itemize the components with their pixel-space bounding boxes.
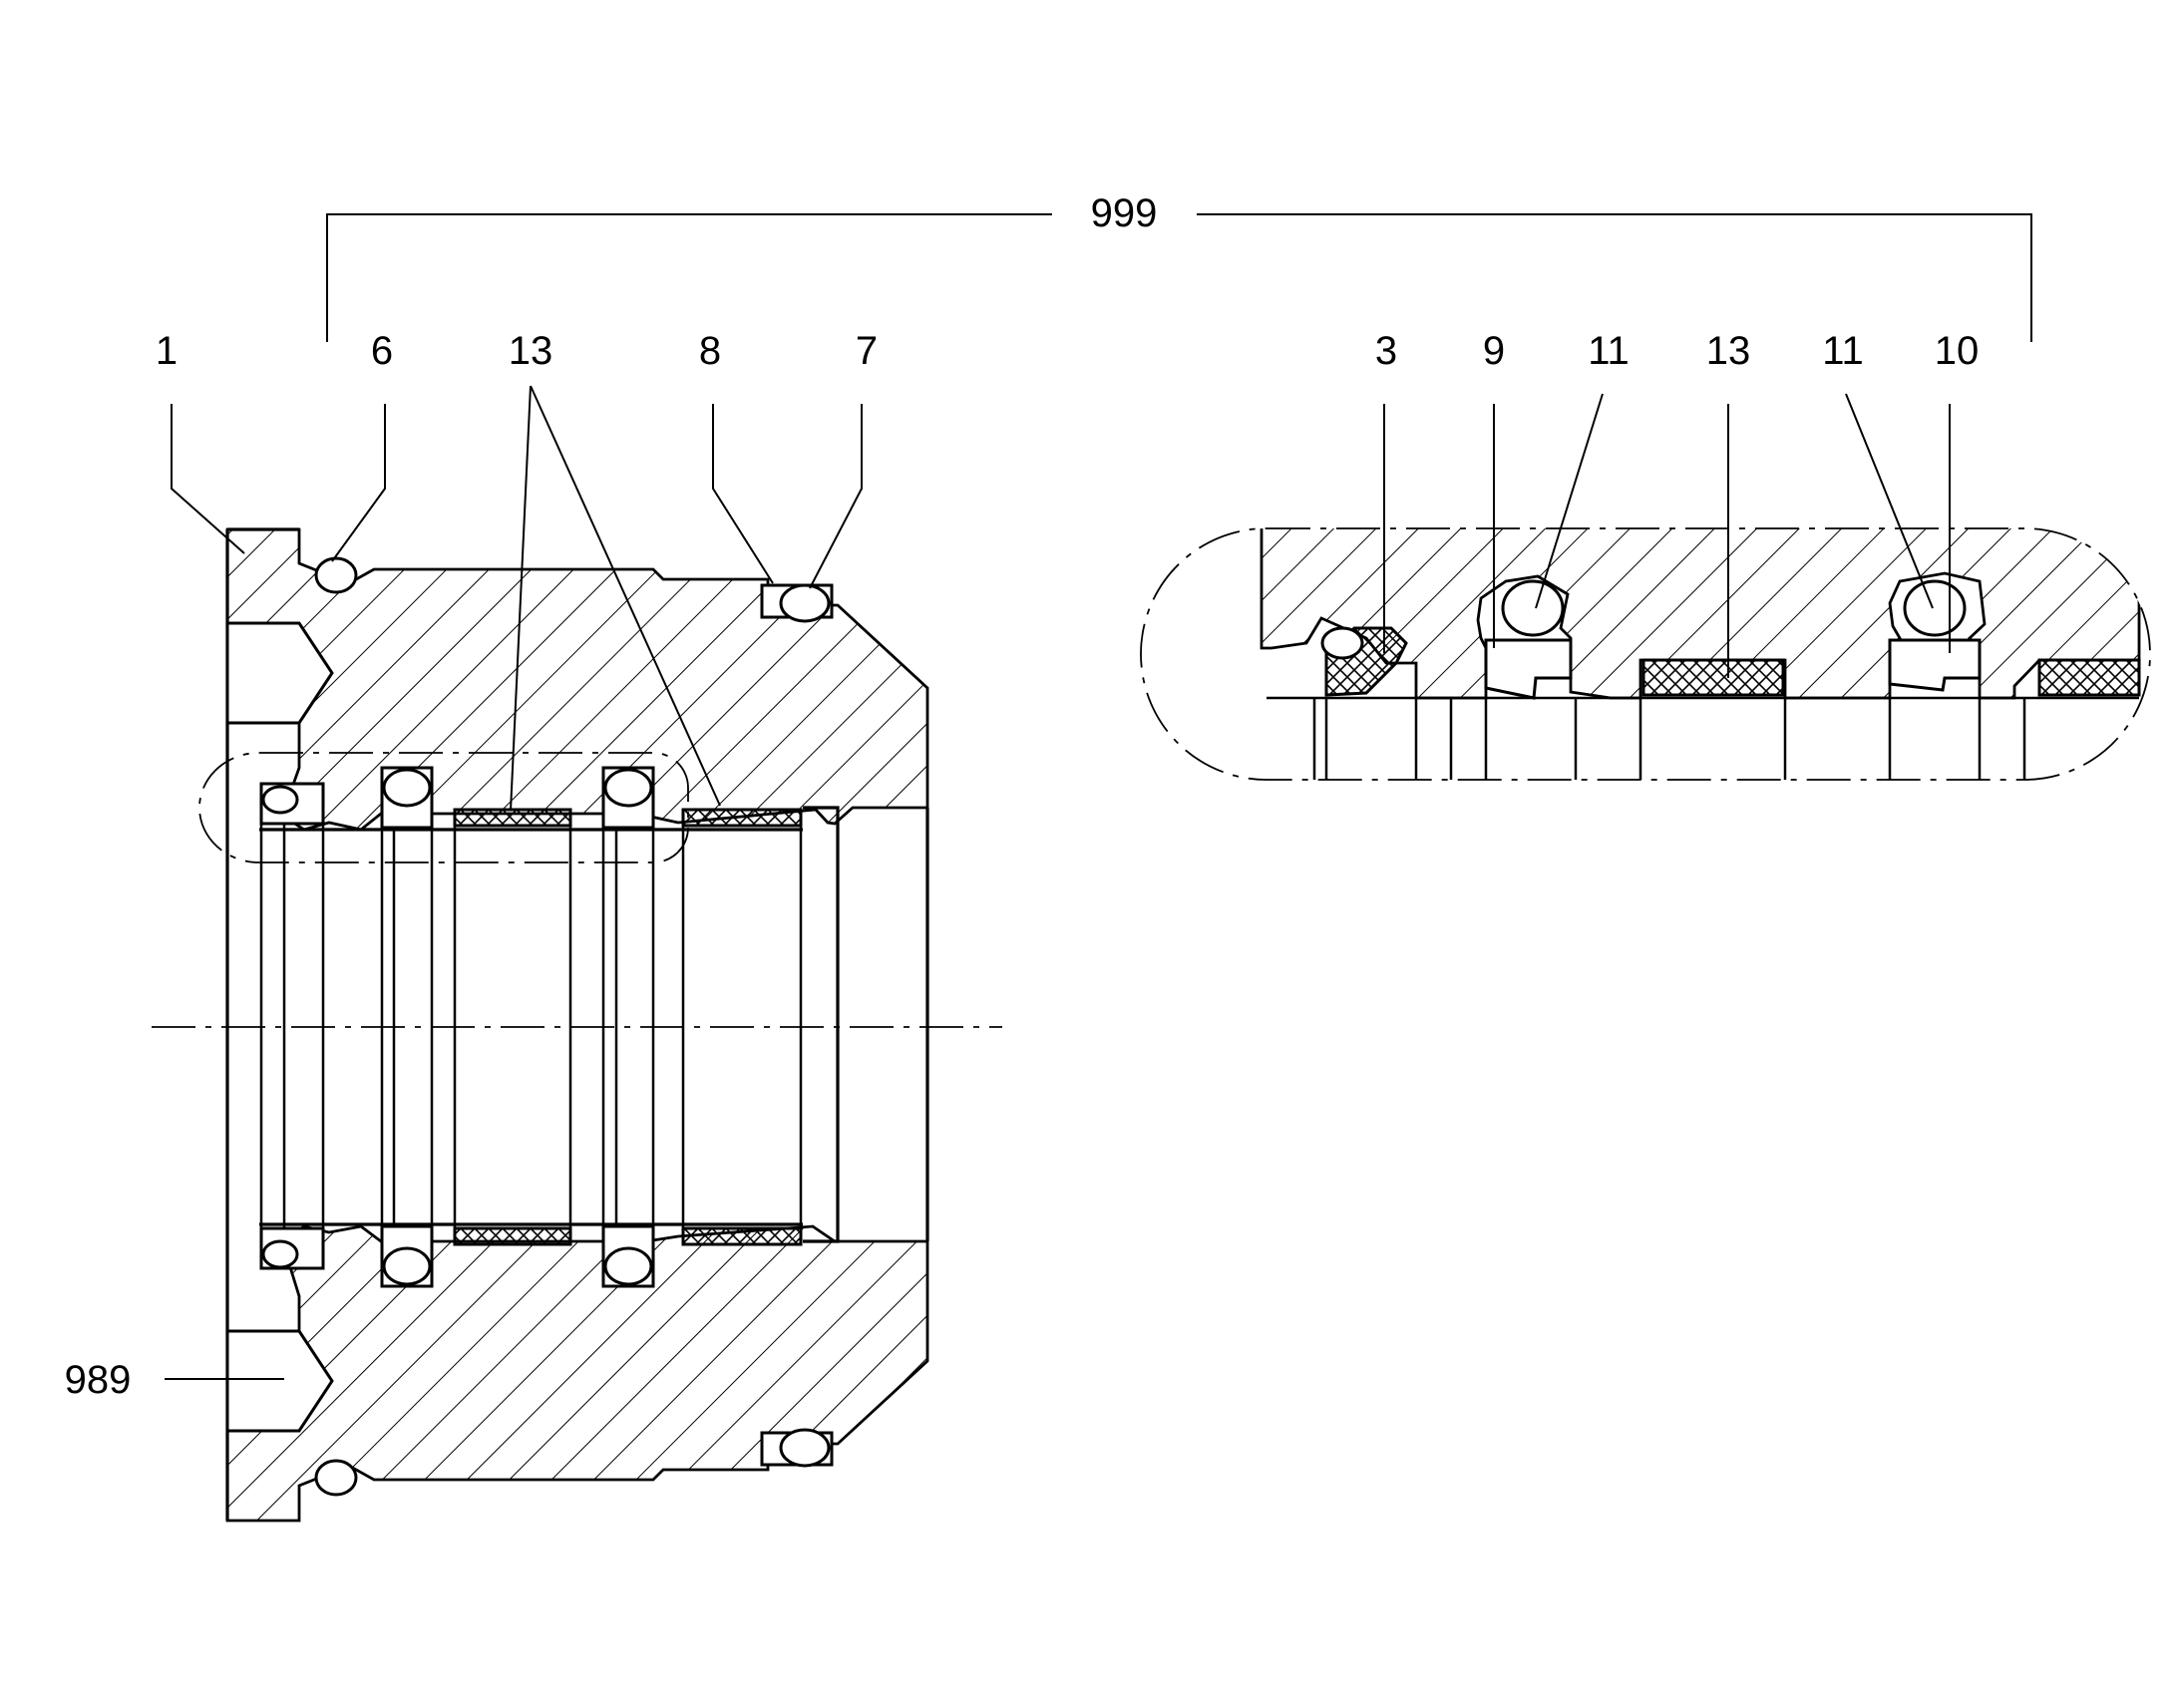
seal9-oring-top [382, 768, 432, 808]
guide-ring-1-top [453, 808, 572, 828]
label-11-a: 11 [1588, 329, 1630, 373]
guide-ring-1-bottom [453, 1226, 572, 1246]
label-13-detail: 13 [1706, 329, 1751, 373]
detail-guide-ring-right [2037, 658, 2141, 697]
detail-outline [1140, 527, 2151, 781]
label-1: 1 [156, 329, 178, 373]
port-bore-bottom [225, 1329, 334, 1433]
detail-guide-ring [1641, 658, 1785, 697]
detail-wiper-lip [1320, 626, 1364, 660]
detail-oring-a [1501, 579, 1565, 637]
label-999: 999 [1091, 191, 1158, 235]
label-3: 3 [1375, 329, 1397, 373]
oring-end-top [779, 583, 831, 623]
label-11-b: 11 [1822, 329, 1864, 373]
wiper-lip-top [261, 785, 299, 815]
label-7: 7 [856, 329, 878, 373]
port-bore-top [225, 621, 334, 725]
detail-oring-b [1903, 579, 1967, 637]
oring-flange-bottom [314, 1459, 358, 1497]
label-13-main: 13 [509, 329, 553, 373]
oring-end-bottom [779, 1428, 831, 1468]
detail-leaders [1383, 393, 1951, 678]
seal9-oring-bottom [382, 1246, 432, 1286]
wiper-inner [259, 824, 325, 1228]
main-section-view [152, 527, 1002, 1523]
label-9: 9 [1483, 329, 1505, 373]
wiper-lip-bottom [261, 1239, 299, 1269]
detail-boundary [198, 752, 689, 863]
label-8: 8 [699, 329, 721, 373]
bore-step-right [803, 806, 929, 1243]
guide-ring-2-top [681, 808, 803, 828]
label-6: 6 [371, 329, 393, 373]
detail-seal10-body [1888, 638, 1982, 692]
seal10-oring-bottom [603, 1246, 653, 1286]
main-leaders [165, 213, 2032, 1380]
detail-seal9-body [1484, 638, 1573, 700]
oring-flange-top [314, 556, 358, 594]
label-10: 10 [1935, 329, 1980, 373]
guide-ring-2-bottom [681, 1226, 803, 1246]
detail-view [1140, 527, 2151, 781]
detail-bore-lines [1267, 696, 2139, 780]
seal10-oring-top [603, 768, 653, 808]
label-989: 989 [65, 1358, 132, 1402]
